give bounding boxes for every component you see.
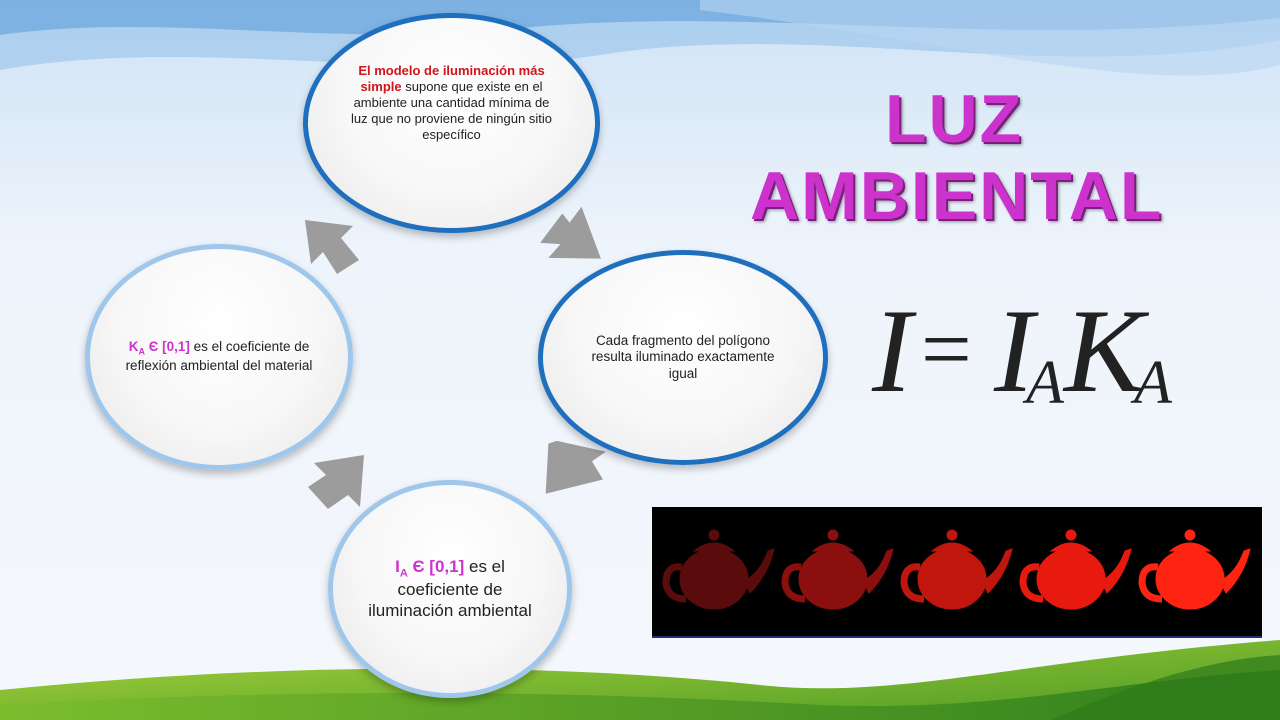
arrow-1-to-2: [540, 206, 601, 259]
cycle-node-1: El modelo de iluminación más simple supo…: [303, 13, 600, 233]
node-1-body: supone que existe en el ambiente una can…: [351, 79, 552, 142]
node-4-symbol: K: [128, 339, 139, 355]
node-4-body: es el coeficiente de reflexión ambiental…: [125, 339, 313, 374]
teapot-2: [781, 529, 894, 610]
node-1-text: El modelo de iluminación más simple supo…: [347, 63, 557, 142]
formula-ia: I: [994, 284, 1034, 417]
node-2-text: Cada fragmento del polígono resulta ilum…: [591, 332, 775, 381]
node-4-text: KA Є [0,1] es el coeficiente de reflexió…: [124, 339, 314, 374]
node-3-symbol-subscript: A: [399, 567, 408, 580]
formula-k: K: [1064, 284, 1145, 417]
teapot-strip: [652, 507, 1262, 638]
arrow-3-to-4: [308, 455, 364, 509]
cycle-node-4: KA Є [0,1] es el coeficiente de reflexió…: [85, 244, 353, 470]
node-1-highlight: El modelo de iluminación más simple: [358, 63, 545, 95]
formula-equals: =: [921, 300, 972, 399]
teapot-4: [1019, 529, 1132, 610]
arrow-4-to-1: [305, 220, 359, 274]
node-4-range: Є [0,1]: [145, 339, 190, 355]
node-3-text: IA Є [0,1] es el coeficiente de iluminac…: [360, 557, 540, 621]
arrow-2-to-3: [545, 440, 606, 494]
node-3-body: es el coeficiente de iluminación ambient…: [368, 556, 532, 620]
node-3-symbol: I: [395, 556, 400, 576]
formula-sub-1: A: [1026, 349, 1064, 417]
title-line-2: AMBIENTAL: [750, 158, 1164, 234]
teapot-1: [662, 529, 775, 610]
formula: I = I A K A: [866, 284, 1186, 420]
teapot-image: [662, 529, 1251, 610]
cycle-node-3: IA Є [0,1] es el coeficiente de iluminac…: [328, 480, 572, 698]
node-4-symbol-subscript: A: [138, 347, 146, 358]
teapot-3: [900, 529, 1013, 610]
formula-sub-2: A: [1134, 349, 1172, 417]
cycle-node-2: Cada fragmento del polígono resulta ilum…: [538, 250, 828, 465]
formula-i: I: [872, 284, 912, 417]
teapot-5: [1138, 529, 1251, 610]
node-3-range: Є [0,1]: [407, 556, 465, 576]
title-line-1: LUZ: [885, 81, 1024, 157]
